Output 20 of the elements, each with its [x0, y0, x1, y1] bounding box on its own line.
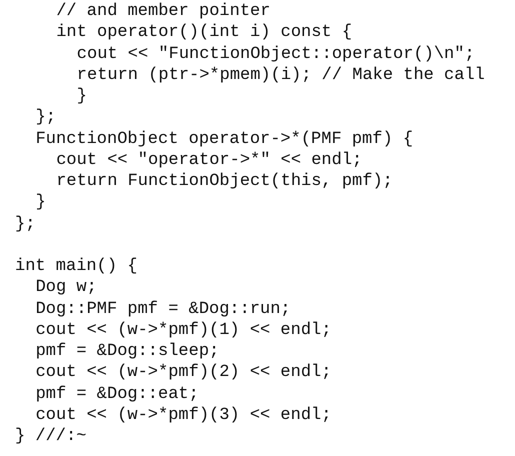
- code-line: // and member pointer: [56, 2, 270, 22]
- code-line: return (ptr->*pmem)(i); // Make the call: [76, 66, 485, 86]
- code-line: pmf = &Dog::eat;: [36, 384, 199, 404]
- code-line: cout << (w->*pmf)(3) << endl;: [36, 406, 332, 426]
- code-line: cout << "operator->*" << endl;: [56, 150, 362, 171]
- code-line: int main() {: [15, 257, 138, 277]
- code-line: cout << (w->*pmf)(2) << endl;: [36, 363, 332, 384]
- code-line: cout << (w->*pmf)(1) << endl;: [36, 320, 332, 341]
- code-line: }: [76, 87, 87, 107]
- code-line: FunctionObject operator->*(PMF pmf) {: [36, 130, 414, 150]
- code-line: int operator()(int i) const {: [56, 23, 352, 44]
- code-line: return FunctionObject(this, pmf);: [56, 172, 393, 192]
- code-line: } ///:~: [15, 427, 86, 447]
- code-line: pmf = &Dog::sleep;: [36, 342, 220, 362]
- code-line: Dog::PMF pmf = &Dog::run;: [36, 300, 291, 320]
- code-line: };: [36, 108, 56, 128]
- code-line: cout << "FunctionObject::operator()\n";: [76, 44, 475, 64]
- code-line: Dog w;: [36, 278, 97, 298]
- code-line: };: [15, 214, 36, 234]
- code-line: }: [36, 193, 46, 214]
